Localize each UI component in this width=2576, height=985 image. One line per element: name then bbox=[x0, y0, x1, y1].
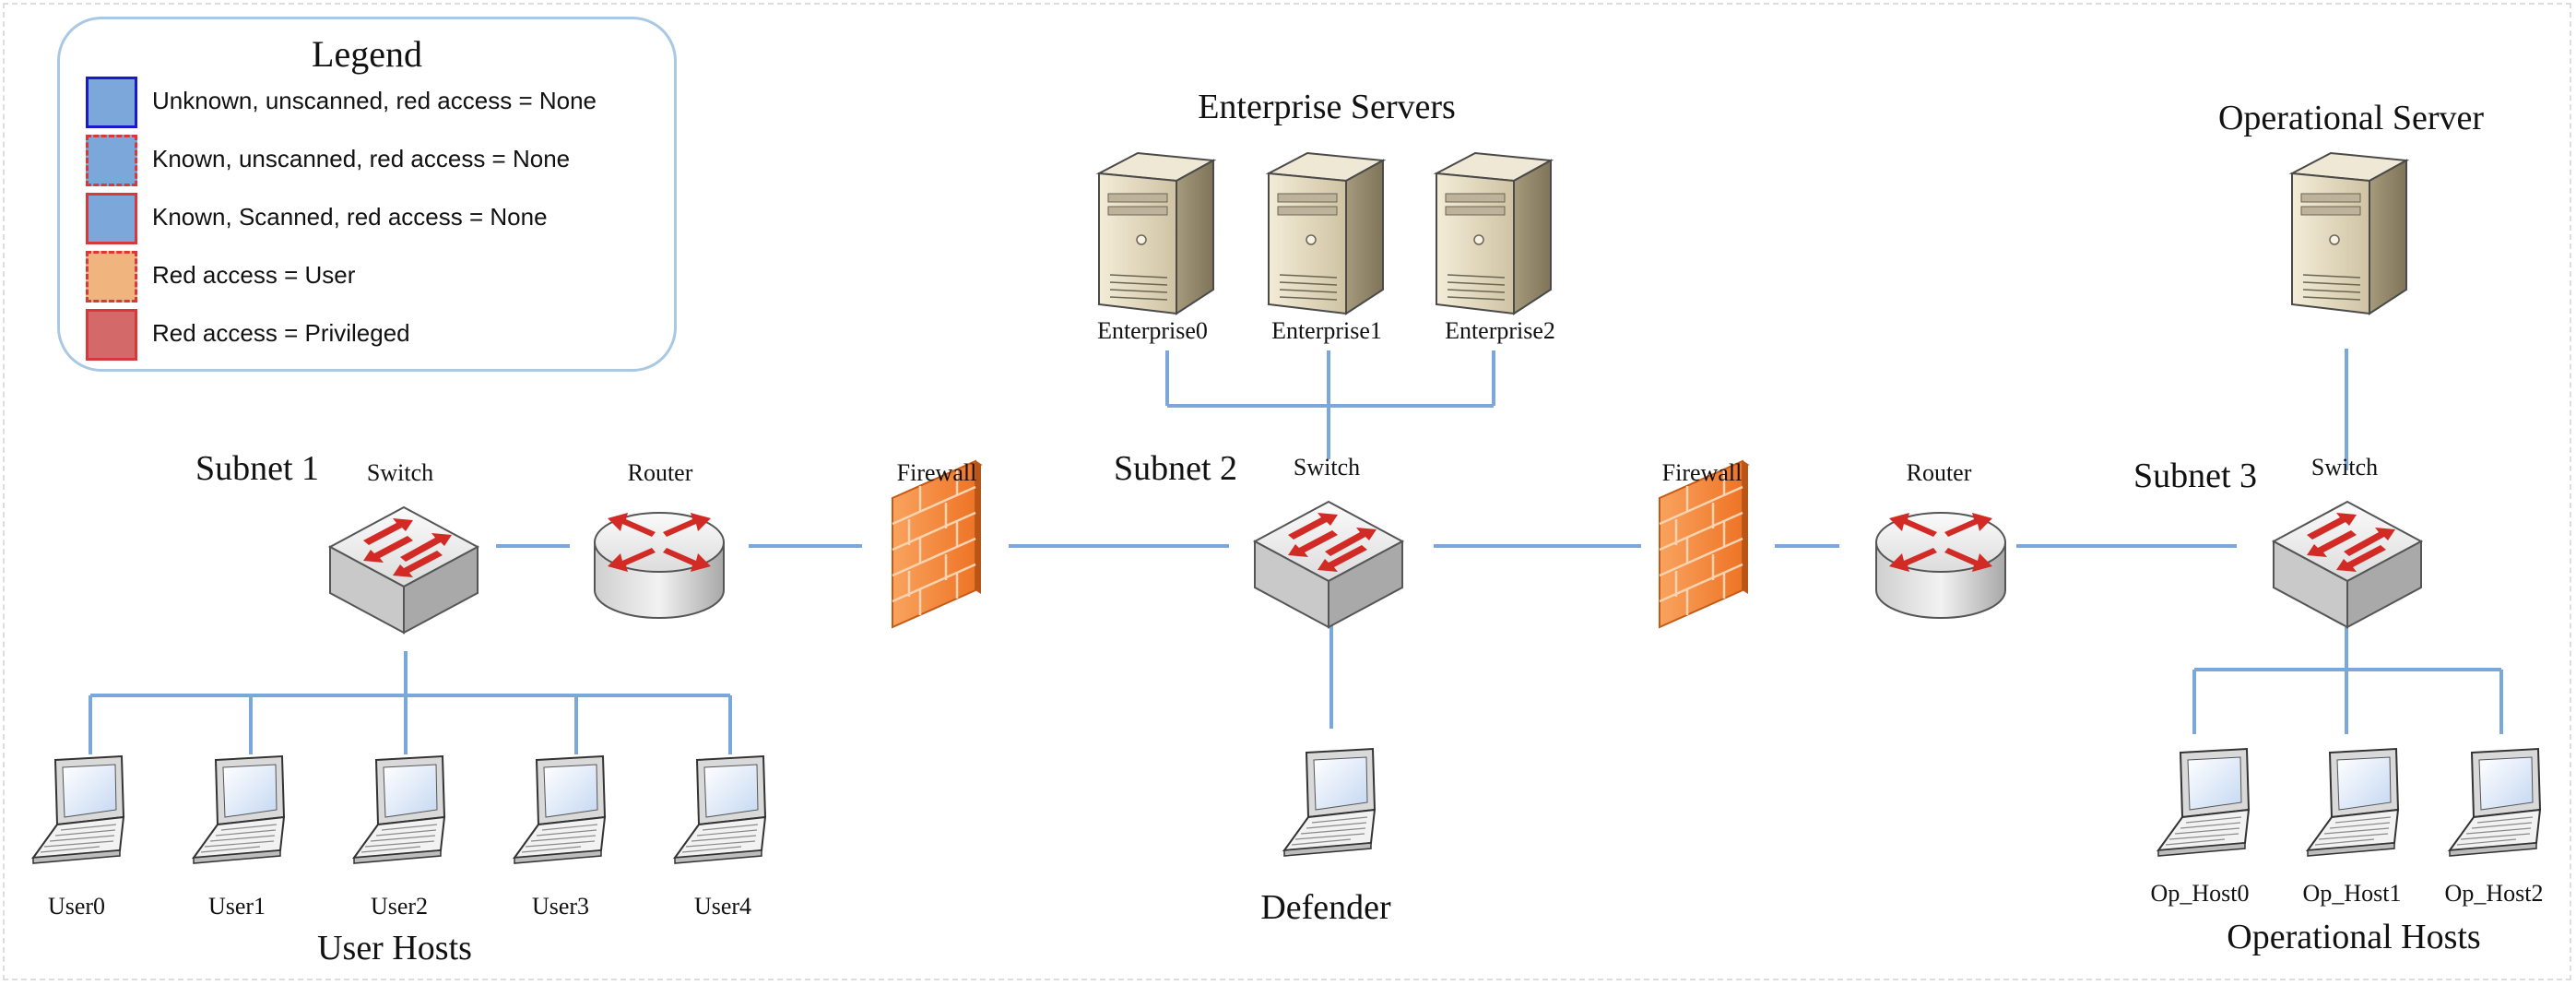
laptop-icon bbox=[2449, 748, 2541, 857]
legend-swatch bbox=[86, 135, 137, 186]
switch-label: Switch bbox=[1293, 454, 1361, 481]
host-label-user1: User1 bbox=[207, 893, 266, 920]
operational-hosts-title: Operational Hosts bbox=[2227, 918, 2481, 956]
router-label: Router bbox=[1906, 459, 1972, 486]
subnet-1-label: Subnet 1 bbox=[195, 449, 320, 488]
laptop-icon bbox=[32, 755, 124, 864]
legend-label: Unknown, unscanned, red access = None bbox=[152, 87, 597, 114]
server-icon bbox=[1098, 152, 1214, 314]
host-label-enterprise0: Enterprise0 bbox=[1097, 317, 1208, 344]
legend-swatch bbox=[86, 193, 137, 244]
switch-label: Switch bbox=[2310, 454, 2379, 481]
subnet-3-label: Subnet 3 bbox=[2133, 457, 2258, 495]
switch-icon bbox=[1254, 501, 1403, 628]
server-icon bbox=[1436, 152, 1552, 314]
host-label-enterprise2: Enterprise2 bbox=[1445, 317, 1555, 344]
router-icon bbox=[1875, 512, 2006, 619]
subnet-2-label: Subnet 2 bbox=[1113, 449, 1238, 488]
legend-swatch bbox=[86, 77, 137, 128]
legend-label: Known, Scanned, red access = None bbox=[152, 203, 548, 231]
diagram-border bbox=[3, 3, 2571, 980]
laptop-icon bbox=[1283, 748, 1376, 857]
host-label-user2: User2 bbox=[370, 893, 429, 920]
router-icon bbox=[594, 512, 725, 619]
defender-label: Defender bbox=[1260, 888, 1391, 927]
laptop-icon bbox=[514, 755, 606, 864]
laptop-icon bbox=[2157, 748, 2250, 857]
laptop-icon bbox=[674, 755, 766, 864]
server-icon bbox=[2291, 152, 2407, 314]
switch-icon bbox=[2273, 501, 2422, 628]
router-label: Router bbox=[627, 459, 693, 486]
host-label-enterprise1: Enterprise1 bbox=[1271, 317, 1382, 344]
switch-label: Switch bbox=[366, 459, 434, 486]
laptop-icon bbox=[193, 755, 285, 864]
network-links bbox=[89, 349, 2503, 754]
legend: Legend Unknown, unscanned, red access = … bbox=[57, 17, 677, 372]
legend-item: Red access = User bbox=[86, 251, 667, 303]
operational-server-title: Operational Server bbox=[2217, 99, 2485, 137]
host-label-user3: User3 bbox=[531, 893, 590, 920]
switch-icon bbox=[329, 506, 479, 634]
firewall-label: Firewall bbox=[896, 459, 977, 486]
host-label-op-host1: Op_Host1 bbox=[2302, 880, 2402, 907]
legend-label: Known, unscanned, red access = None bbox=[152, 145, 571, 172]
host-label-op-host0: Op_Host0 bbox=[2150, 880, 2250, 907]
legend-item: Known, unscanned, red access = None bbox=[86, 135, 667, 186]
firewall-label: Firewall bbox=[1661, 459, 1743, 486]
laptop-icon bbox=[353, 755, 445, 864]
host-label-user4: User4 bbox=[693, 893, 752, 920]
legend-item: Known, Scanned, red access = None bbox=[86, 193, 667, 244]
enterprise-servers-title: Enterprise Servers bbox=[1198, 88, 1456, 126]
legend-item: Unknown, unscanned, red access = None bbox=[86, 77, 667, 128]
laptop-icon bbox=[2307, 748, 2399, 857]
host-label-op-host2: Op_Host2 bbox=[2444, 880, 2544, 907]
host-label-user0: User0 bbox=[47, 893, 106, 920]
legend-swatch bbox=[86, 309, 137, 361]
legend-title: Legend bbox=[312, 33, 422, 75]
legend-label: Red access = User bbox=[152, 261, 356, 289]
legend-swatch bbox=[86, 251, 137, 303]
legend-label: Red access = Privileged bbox=[152, 319, 410, 347]
server-icon bbox=[1268, 152, 1384, 314]
user-hosts-title: User Hosts bbox=[317, 929, 472, 967]
legend-item: Red access = Privileged bbox=[86, 309, 667, 361]
